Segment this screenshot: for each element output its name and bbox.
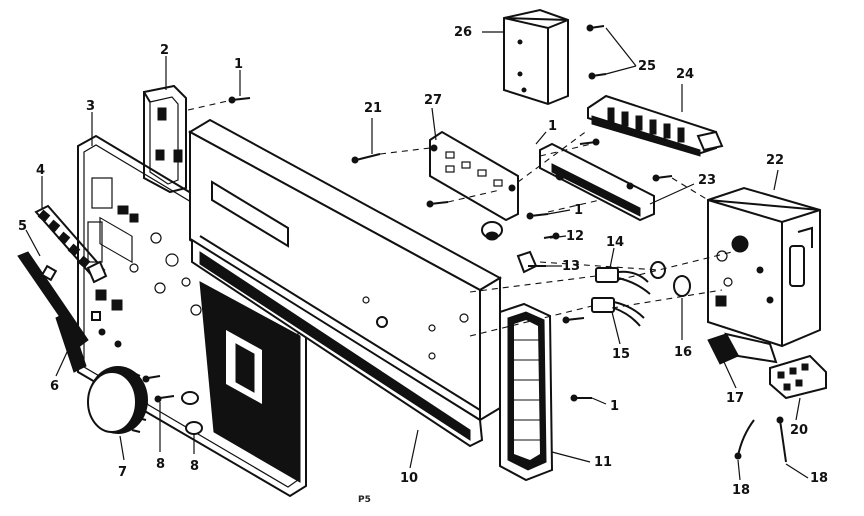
label-part-25: 25 (638, 59, 656, 74)
part-27-mounting-plate (426, 130, 519, 222)
part-18-wire-screw (734, 416, 787, 463)
label-part-1: 1 (548, 119, 557, 134)
part-14-15-connectors (591, 267, 651, 327)
label-part-18: 18 (732, 483, 750, 498)
label-part-12: 12 (566, 229, 584, 244)
label-part-11: 11 (594, 455, 612, 470)
label-part-20: 20 (790, 423, 808, 438)
part-11-end-cap (499, 302, 554, 482)
part-16-lamp (650, 261, 691, 297)
label-part-22: 22 (766, 153, 784, 168)
part-number-labels: 1 2 3 4 5 6 7 8 8 10 11 12 13 14 15 16 1… (18, 25, 828, 505)
label-part-6: 6 (50, 379, 59, 394)
part-26-cover (503, 8, 569, 106)
part-5-6-slide-switch (17, 251, 101, 373)
label-part-24: 24 (676, 67, 694, 82)
figure-caption: P5 (358, 495, 371, 505)
label-part-1: 1 (574, 203, 583, 218)
part-24-button-assembly (587, 94, 724, 157)
part-12-13-clips (481, 221, 560, 274)
part-8-knobs-screws (142, 375, 203, 435)
label-part-3: 3 (86, 99, 95, 114)
label-part-26: 26 (454, 25, 472, 40)
part-23-bracket (539, 142, 655, 222)
label-part-8: 8 (190, 459, 199, 474)
label-part-23: 23 (698, 173, 716, 188)
label-part-7: 7 (118, 465, 127, 480)
label-part-4: 4 (36, 163, 45, 178)
part-4-push-buttons (34, 204, 108, 284)
label-part-2: 2 (160, 43, 169, 58)
label-part-21: 21 (364, 101, 382, 116)
label-part-14: 14 (606, 235, 624, 250)
part-20-terminal-block (769, 354, 827, 400)
part-22-timer (707, 186, 821, 348)
assembly-dashed-lines (187, 99, 741, 337)
label-part-18: 18 (810, 471, 828, 486)
part-25-screws (586, 24, 607, 80)
label-part-1: 1 (234, 57, 243, 72)
part-17-motor (707, 332, 778, 365)
label-part-10: 10 (400, 471, 418, 486)
label-part-5: 5 (18, 219, 27, 234)
part-3-console-panel (77, 134, 307, 498)
label-part-15: 15 (612, 347, 630, 362)
label-part-27: 27 (424, 93, 442, 108)
label-part-13: 13 (562, 259, 580, 274)
label-part-16: 16 (674, 345, 692, 360)
label-part-8: 8 (156, 457, 165, 472)
label-leader-lines (25, 27, 809, 481)
part-7-knob (87, 366, 149, 434)
part-21-screw (351, 153, 381, 164)
part-10-console-housing (187, 118, 503, 448)
part-1-screws (228, 96, 673, 402)
part-2-bracket (143, 84, 187, 194)
label-part-1: 1 (610, 399, 619, 414)
label-part-17: 17 (726, 391, 744, 406)
